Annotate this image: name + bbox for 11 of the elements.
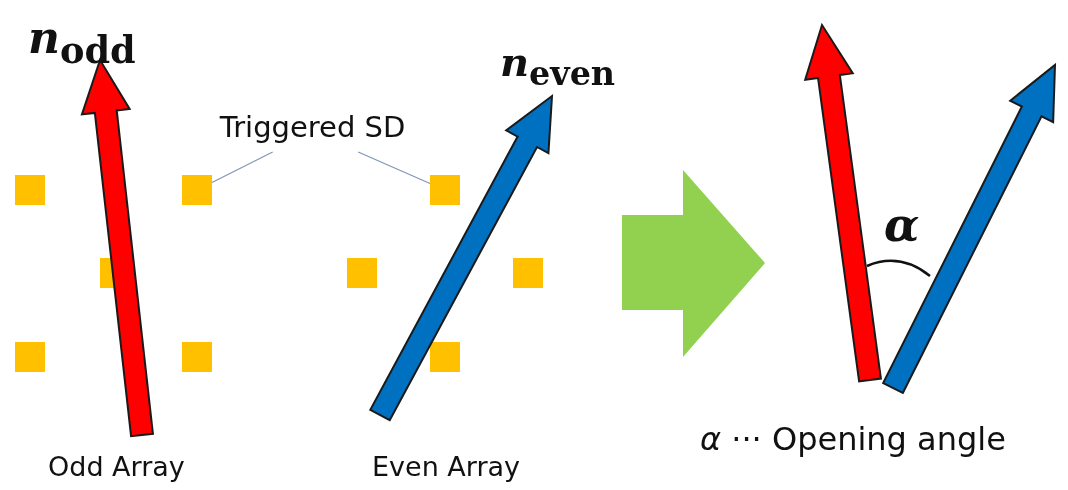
vector-label: n$_{odd}$ (28, 14, 136, 72)
detector-square (430, 175, 460, 205)
angle-label: α (884, 200, 920, 251)
array-label: Even Array (372, 452, 521, 482)
array-label: Odd Array (48, 452, 185, 482)
leader-line (211, 151, 274, 184)
callout-label: Triggered SD (218, 112, 407, 144)
leader-line (357, 151, 431, 185)
vector-label: n$_{even}$ (500, 40, 616, 93)
legend-note: α ··· Opening angle (700, 422, 1006, 458)
detector-square (182, 175, 212, 205)
